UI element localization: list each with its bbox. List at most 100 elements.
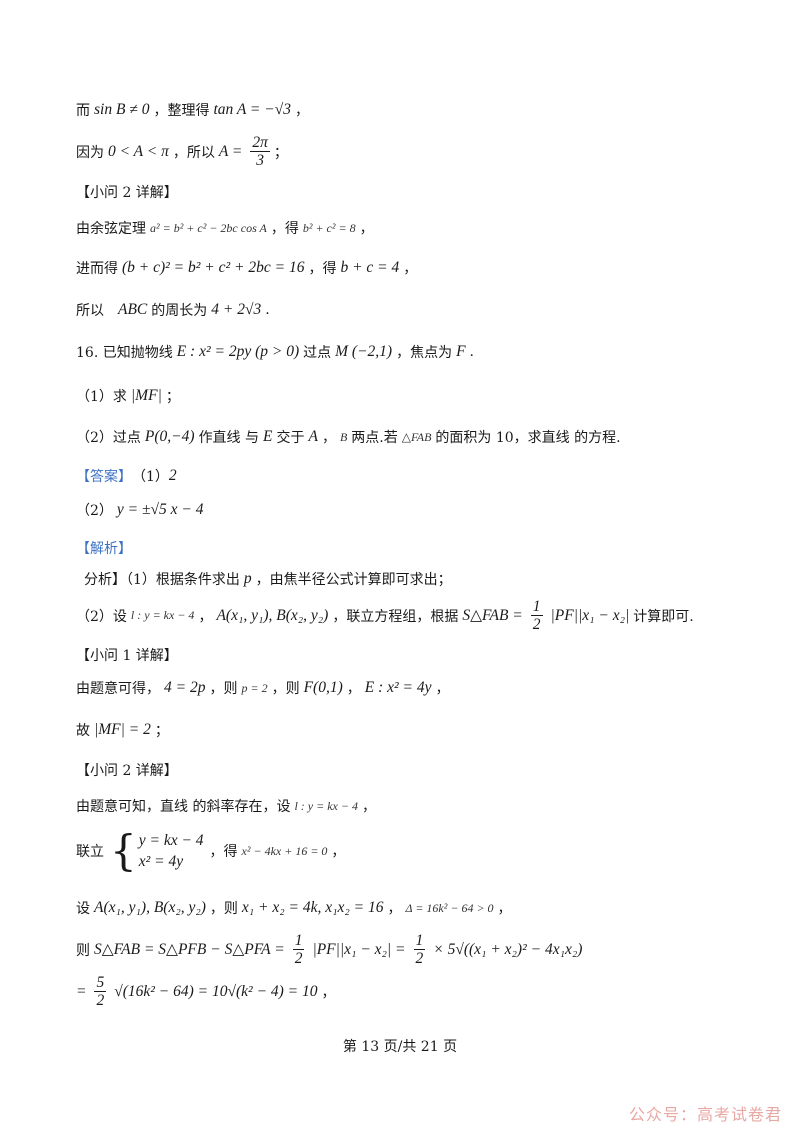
formula: B (339, 429, 348, 444)
text: ，得 (270, 221, 299, 237)
denominator: 2 (96, 992, 105, 1009)
formula: |PF||x₁ − x₂| (550, 606, 630, 624)
text-line: 由题意可得， 4 = 2p ，则 p = 2 ，则 F(0,1) ， E : x… (76, 678, 450, 698)
formula: A (308, 428, 318, 445)
watermark: 公众号：高考试卷君 (628, 1105, 782, 1124)
formula: b² + c² = 8 (302, 220, 356, 235)
text: ， (321, 430, 336, 446)
formula: 0 < A < π (108, 142, 169, 160)
text: （2） (76, 503, 113, 519)
text-line: = 5 2 √(16k² − 64) = 10√(k² − 4) = 10 ， (76, 974, 336, 1009)
text: 联立 (76, 844, 104, 860)
text-line: 进而得 (b + c)² = b² + c² + 2bc = 16 ，得 b +… (76, 258, 417, 278)
formula: p (243, 570, 252, 587)
text: ， (346, 681, 361, 697)
text: ，则 (209, 681, 238, 697)
section-heading: 【小问 2 详解】 (76, 182, 178, 202)
formula: M (−2,1) (335, 343, 393, 360)
formula: √(16k² − 64) = 10√(k² − 4) = 10 (114, 982, 318, 1000)
formula: a² = b² + c² − 2bc cos A (150, 220, 267, 235)
text: . (265, 302, 270, 318)
text: 交于 (276, 430, 305, 446)
formula: = (76, 982, 87, 1000)
text: ， (359, 221, 374, 237)
text: ，所以 (172, 144, 215, 161)
formula: tan A = −√3 (213, 101, 291, 118)
formula: F(0,1) (303, 679, 343, 696)
text: ，则 (271, 681, 300, 697)
formula: × 5√((x₁ + x₂)² − 4x₁x₂) (433, 940, 583, 958)
formula: b + c = 4 (340, 259, 400, 276)
text: 计算即可. (633, 608, 694, 625)
text-line: （2） y = ±√5 x − 4 (76, 500, 208, 520)
text: 因为 (76, 144, 104, 161)
text: 过点 (303, 345, 332, 361)
text: 而 (76, 103, 90, 119)
text: ，由焦半径公式计算即可求出； (255, 572, 452, 588)
page-footer: 第 13 页/共 21 页 (342, 1039, 458, 1055)
formula: A(x₁, y₁), B(x₂, y₂) (216, 606, 329, 624)
numerator: 2π (250, 134, 270, 152)
formula: E : x² = 2py (p > 0) (176, 343, 300, 360)
text: ， (361, 799, 376, 815)
text: 则 (76, 942, 90, 959)
text: （1） (132, 469, 169, 485)
text: ； (273, 144, 288, 161)
text: ，得 (209, 844, 238, 860)
formula: E : x² = 4y (364, 679, 432, 696)
formula: |MF| (130, 387, 162, 404)
formula: △FAB (401, 429, 432, 444)
fraction: 1 2 (530, 598, 543, 633)
text: ，焦点为 (396, 345, 453, 361)
equation-system: { y = kx − 4 x² = 4y (110, 830, 204, 872)
text: ， (497, 901, 512, 917)
formula: 4 + 2√3 (211, 301, 262, 318)
text: ，整理得 (153, 103, 210, 119)
denominator: 2 (532, 616, 541, 633)
formula: ABC (118, 301, 148, 318)
formula: E (263, 428, 273, 445)
text-line: 故 |MF| = 2 ； (76, 720, 169, 740)
denominator: 2 (415, 950, 424, 967)
text-line: 则 S△FAB = S△PFB − S△PFA = 1 2 |PF||x₁ − … (76, 932, 586, 967)
section-heading: 【小问 1 详解】 (76, 645, 178, 665)
formula: p = 2 (241, 680, 268, 695)
fraction: 1 2 (413, 932, 426, 967)
text-line: 而 sin B ≠ 0 ，整理得 tan A = −√3 ， (76, 100, 309, 120)
text: 由余弦定理 (76, 221, 146, 237)
formula: |MF| = 2 (94, 721, 151, 738)
text: 由题意可得， (76, 681, 160, 697)
denominator: 2 (294, 950, 303, 967)
formula: S△FAB = S△PFB − S△PFA = (94, 941, 285, 958)
formula: A(x₁, y₁), B(x₂, y₂) (94, 899, 206, 916)
text-line: （2）过点 P(0,−4) 作直线 与 E 交于 A ， B 两点.若 △FAB… (76, 427, 621, 447)
text: （2）设 (76, 608, 127, 625)
text: . (469, 344, 474, 360)
numerator: 1 (413, 932, 426, 950)
formula: Δ = 16k² − 64 > 0 (405, 900, 494, 915)
text: 分析】（1）根据条件求出 (84, 572, 240, 588)
text: 故 (76, 723, 90, 739)
text: ， (435, 681, 450, 697)
text: ，联立方程组，根据 (332, 608, 459, 625)
text-line: 设 A(x₁, y₁), B(x₂, y₂) ，则 x₁ + x₂ = 4k, … (76, 898, 512, 918)
text: （2）过点 (76, 430, 141, 446)
text: ， (198, 608, 213, 625)
text: 【小问 1 详解】 (76, 648, 178, 664)
text-line: 由题意可知，直线 的斜率存在，设 l : y = kx − 4 ， (76, 796, 376, 816)
numerator: 5 (94, 974, 107, 992)
equation-row: x² = 4y (138, 853, 184, 870)
text: ， (331, 844, 346, 860)
text: 进而得 (76, 261, 118, 277)
formula: l : y = kx − 4 (294, 798, 358, 813)
text: 16. 已知抛物线 (76, 345, 173, 361)
text: ，得 (308, 261, 337, 277)
formula: sin B ≠ 0 (94, 101, 150, 118)
text: 所以 (76, 303, 104, 319)
formula: P(0,−4) (144, 428, 195, 445)
text-line: 因为 0 < A < π ，所以 A = 2π 3 ； (76, 134, 288, 169)
formula: S△FAB = (462, 607, 523, 624)
text-line: 由余弦定理 a² = b² + c² − 2bc cos A ，得 b² + c… (76, 218, 374, 238)
text: （1）求 (76, 389, 127, 405)
text: 的周长为 (151, 303, 208, 319)
